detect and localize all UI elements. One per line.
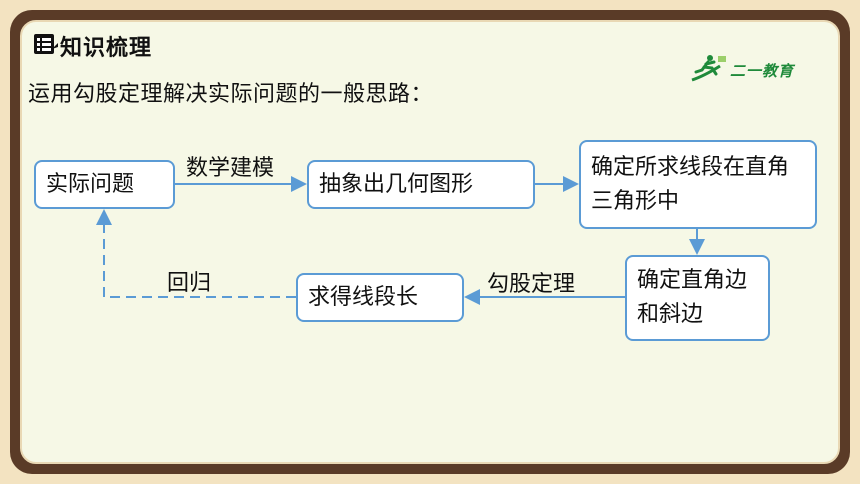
header-title: 知识梳理 [60, 36, 153, 61]
logo-text: 二一教育 [730, 61, 795, 80]
box-determine-segment: 确定所求线段在直角三角形中 [579, 140, 817, 229]
brand-logo: 二一教育 [690, 54, 794, 86]
box-determine-sides: 确定直角边和斜边 [625, 255, 770, 341]
edge-label-return: 回归 [167, 271, 212, 296]
box-abstract-shape: 抽象出几何图形 [307, 160, 535, 209]
list-icon [32, 31, 58, 61]
edge-label-math-modeling: 数学建模 [186, 156, 275, 181]
intro-text: 运用勾股定理解决实际问题的一般思路： [28, 82, 434, 107]
running-figure-icon [690, 54, 728, 86]
arrow-return [96, 209, 296, 298]
section-header: 知识梳理 [32, 31, 153, 61]
box-practical-problem: 实际问题 [34, 160, 175, 209]
edge-label-pythagorean: 勾股定理 [487, 272, 576, 297]
box-find-length: 求得线段长 [296, 273, 464, 322]
